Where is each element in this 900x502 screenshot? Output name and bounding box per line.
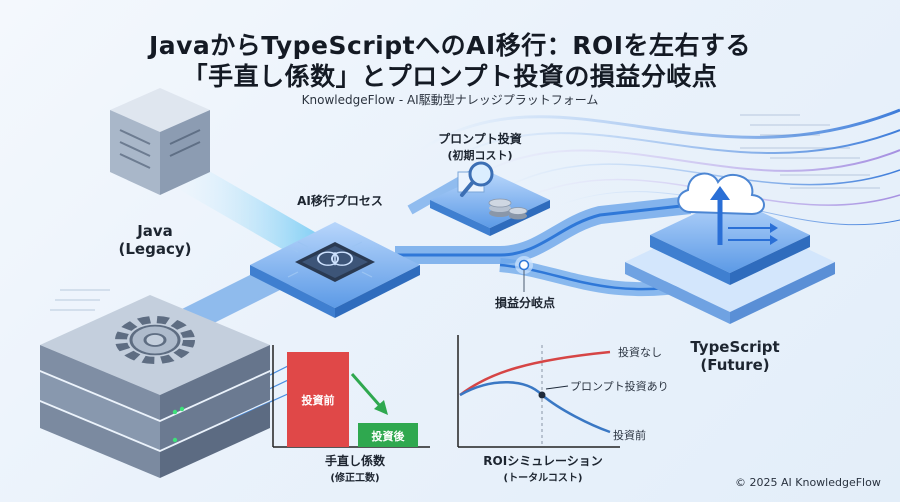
prompt-label-line2: (初期コスト) [447, 149, 513, 162]
prompt-label-line1: プロンプト投資 [438, 132, 522, 146]
roi-simulation-chart [457, 335, 620, 448]
roi-breakeven-point [538, 391, 546, 399]
coin-stack-icon [488, 198, 528, 220]
bar-before-label: 投資前 [301, 393, 335, 407]
breakeven-label: 損益分岐点 [494, 296, 555, 310]
roi-caption-line2: (トータルコスト) [503, 473, 583, 484]
magnifier-icon [457, 161, 494, 197]
rework-caption-line2: (修正工数) [330, 473, 380, 484]
java-server-stack [40, 295, 270, 478]
page-title-line2: 「手直し係数」とプロンプト投資の損益分岐点 [182, 62, 718, 91]
decrease-arrow-shaft [350, 373, 383, 408]
bar-before-investment [287, 352, 349, 447]
copyright: © 2025 AI KnowledgeFlow [735, 476, 881, 489]
chip-pins [287, 241, 373, 278]
ai-process-label: AI移行プロセス [297, 194, 383, 208]
bar-after-investment [358, 423, 418, 447]
series-before-label: 投資前 [613, 429, 646, 442]
breakeven-marker [515, 256, 533, 292]
typescript-label: TypeScript (Future) [680, 338, 790, 374]
java-label-line1: Java [137, 222, 173, 240]
series-with-investment-leader [545, 385, 569, 390]
series-no-investment-label: 投資なし [618, 346, 662, 359]
light-beam [180, 160, 320, 265]
gear-icon [115, 315, 195, 365]
rework-chart-caption: 手直し係数 (修正工数) [300, 452, 410, 484]
cloud-upload-icon [677, 172, 778, 245]
rework-caption-line1: 手直し係数 [324, 454, 385, 468]
page-title-line1: JavaからTypeScriptへのAI移行：ROIを左右する [148, 31, 752, 60]
roi-chart-caption: ROIシミュレーション (トータルコスト) [478, 452, 608, 484]
data-wave-streams [419, 108, 900, 226]
typescript-label-line1: TypeScript [690, 338, 780, 356]
rework-factor-chart [272, 345, 430, 448]
brain-icon [317, 251, 353, 266]
series-no-investment-line [459, 350, 611, 396]
legacy-server-icon [110, 88, 210, 195]
series-with-investment-label: プロンプト投資あり [570, 380, 669, 393]
bar-after-label: 投資後 [371, 430, 405, 443]
java-label: Java (Legacy) [110, 222, 200, 258]
decrease-arrow-head [374, 400, 388, 415]
page-subtitle: KnowledgeFlow - AI駆動型ナレッジプラットフォーム [301, 93, 599, 107]
typescript-label-line2: (Future) [700, 356, 770, 374]
background-code-lines [50, 114, 880, 311]
roi-caption-line1: ROIシミュレーション [483, 454, 603, 468]
typescript-platform [625, 197, 835, 324]
java-label-line2: (Legacy) [118, 240, 192, 258]
prompt-investment-label: プロンプト投資 (初期コスト) [425, 130, 535, 163]
